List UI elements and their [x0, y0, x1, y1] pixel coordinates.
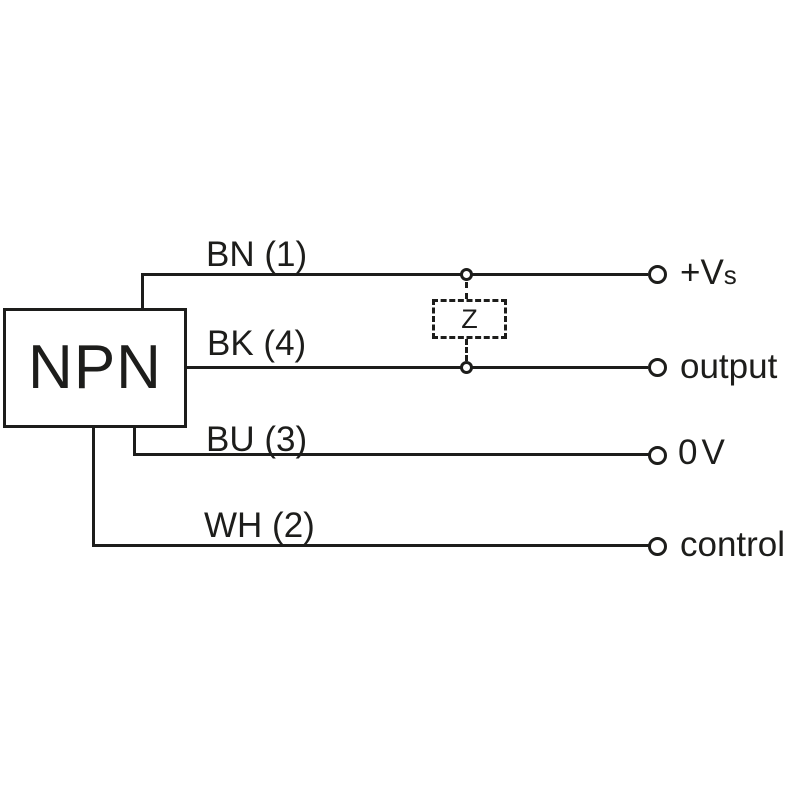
0v-terminal-label: 0V [678, 433, 729, 472]
output-terminal-label: output [680, 347, 778, 386]
bn-wire-horizontal [143, 273, 648, 276]
0v-terminal-icon [648, 446, 667, 465]
impedance-box: Z [432, 299, 507, 339]
wh-wire-horizontal [92, 544, 649, 547]
wh-wire-label: WH (2) [204, 506, 315, 545]
vs-terminal-icon [648, 265, 667, 284]
bk-wire-label: BK (4) [207, 324, 307, 363]
impedance-connector-bottom [465, 339, 468, 361]
bn-junction-node-icon [460, 268, 473, 281]
impedance-label: Z [461, 303, 478, 334]
vs-terminal-label-suffix: s [723, 260, 737, 290]
bu-wire-vertical [133, 425, 136, 456]
device-box: NPN [3, 308, 187, 428]
control-terminal-icon [648, 537, 667, 556]
device-label: NPN [28, 333, 162, 402]
impedance-connector-top [465, 282, 468, 299]
bn-wire-vertical [141, 273, 144, 310]
wh-wire-vertical [92, 425, 95, 547]
bk-junction-node-icon [460, 361, 473, 374]
bk-wire-horizontal [184, 366, 648, 369]
bn-wire-label: BN (1) [206, 235, 308, 274]
bu-wire-horizontal [133, 453, 649, 456]
control-terminal-label: control [680, 525, 786, 564]
output-terminal-icon [648, 358, 667, 377]
vs-terminal-label-main: +V [680, 253, 724, 292]
vs-terminal-label: +Vs [680, 253, 737, 295]
bu-wire-label: BU (3) [206, 420, 308, 459]
